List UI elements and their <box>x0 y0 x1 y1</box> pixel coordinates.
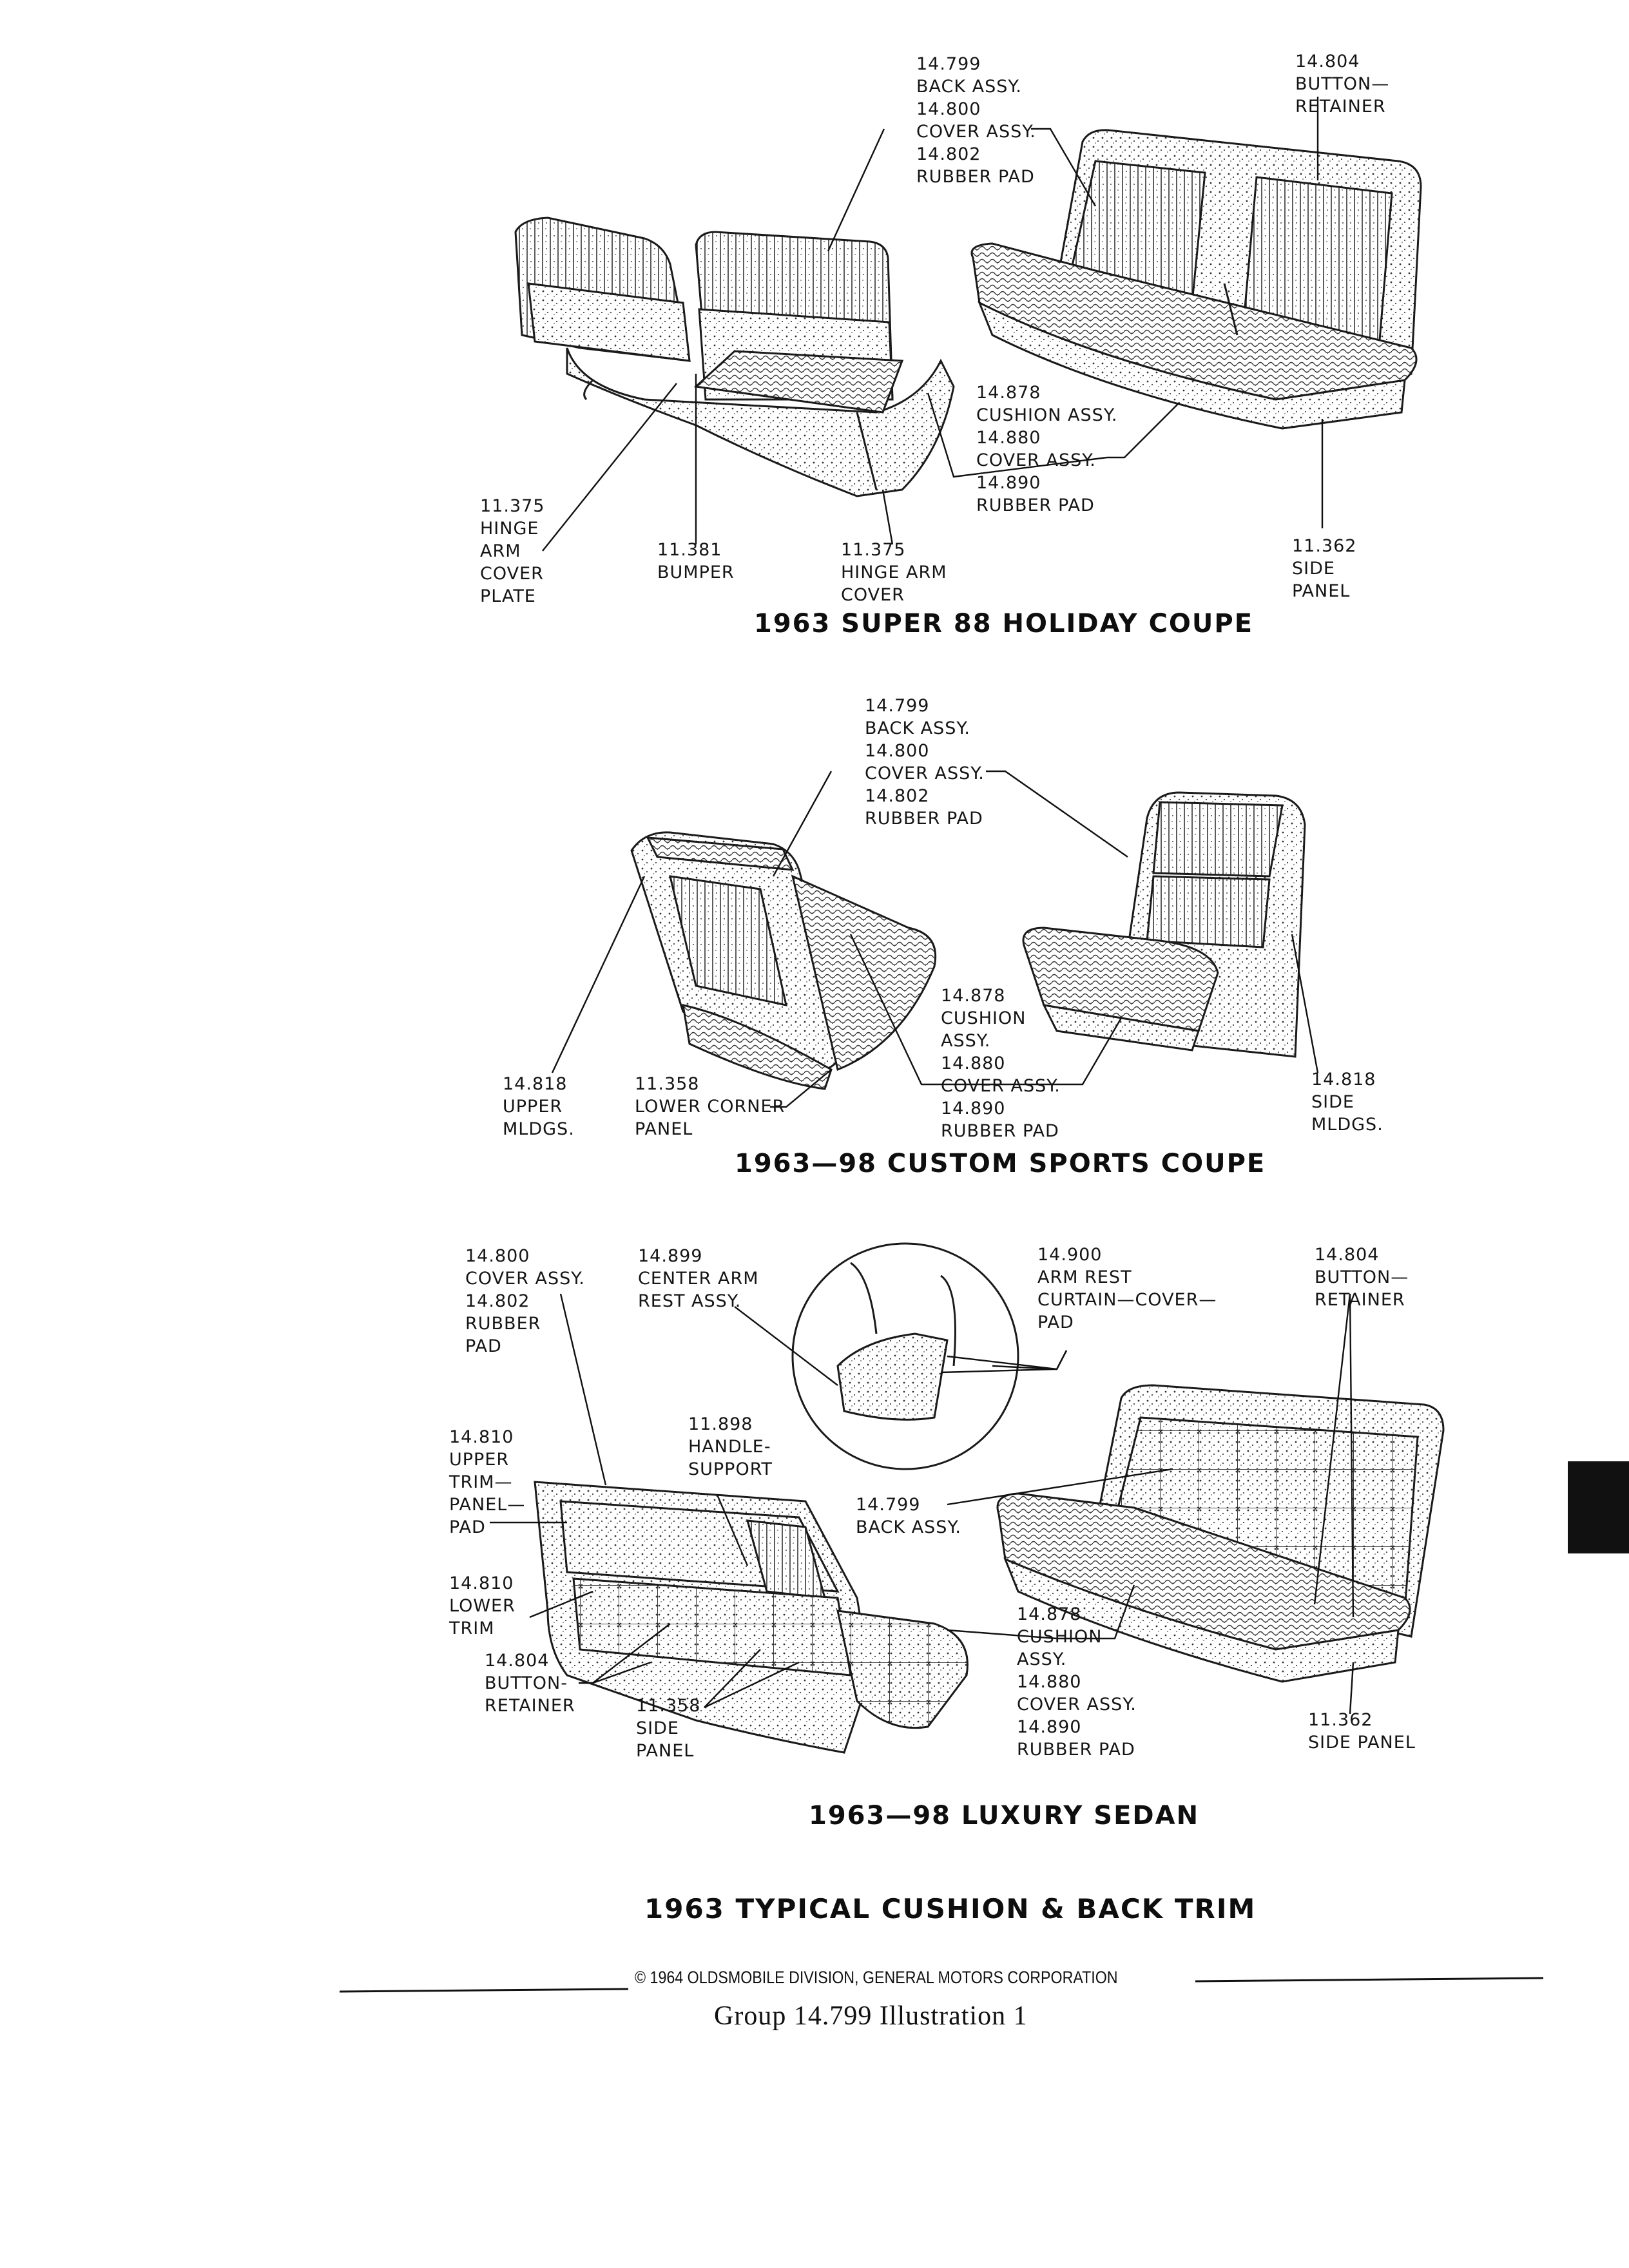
label-button-retainer-left: 14.804 BUTTON- RETAINER <box>485 1651 575 1716</box>
holiday-coupe-bucket-seat <box>514 216 955 497</box>
copyright-line: © 1964 OLDSMOBILE DIVISION, GENERAL MOTO… <box>635 1968 1118 1987</box>
diagram2-title: 1963—98 CUSTOM SPORTS COUPE <box>735 1149 1266 1178</box>
label-back-assy-group-2: 14.799 BACK ASSY. 14.800 COVER ASSY. 14.… <box>865 696 985 829</box>
luxury-sedan-rear-seat <box>534 1481 969 1754</box>
diagram2-leaders <box>551 770 1319 1108</box>
diagram3-title: 1963—98 LUXURY SEDAN <box>809 1801 1200 1831</box>
label-side-mldgs: 14.818 SIDE MLDGS. <box>1311 1070 1383 1135</box>
label-handle-support: 11.898 HANDLE- SUPPORT <box>688 1414 773 1479</box>
label-hinge-arm-cover: 11.375 HINGE ARM COVER <box>841 540 947 605</box>
label-cover-rubber-pad: 14.800 COVER ASSY. 14.802 RUBBER PAD <box>465 1246 585 1356</box>
holiday-coupe-bench-seat <box>970 129 1422 430</box>
label-upper-mldgs: 14.818 UPPER MLDGS. <box>503 1074 575 1139</box>
label-cushion-assy-group-3: 14.878 CUSHION ASSY. 14.880 COVER ASSY. … <box>1017 1604 1137 1760</box>
label-lower-trim: 14.810 LOWER TRIM <box>449 1573 516 1639</box>
label-back-assy-group: 14.799 BACK ASSY. 14.800 COVER ASSY. 14.… <box>916 54 1036 187</box>
label-bumper: 11.381 BUMPER <box>657 540 735 582</box>
label-hinge-arm-cover-plate: 11.375 HINGE ARM COVER PLATE <box>480 496 545 606</box>
label-lower-corner-panel: 11.358 LOWER CORNER PANEL <box>635 1074 786 1139</box>
label-cushion-assy-group: 14.878 CUSHION ASSY. 14.880 COVER ASSY. … <box>976 383 1118 515</box>
sports-coupe-bench-seat <box>1022 791 1306 1058</box>
label-button-retainer-right: 14.804 BUTTON— RETAINER <box>1315 1245 1409 1310</box>
label-button-retainer: 14.804 BUTTON— RETAINER <box>1295 52 1390 117</box>
armrest-detail-circle <box>791 1242 1019 1470</box>
label-back-assy: 14.799 BACK ASSY. <box>856 1495 962 1537</box>
label-side-panel: 11.362 SIDE PANEL <box>1292 536 1357 601</box>
luxury-sedan-bench-seat <box>996 1384 1445 1683</box>
label-upper-trim-panel-pad: 14.810 UPPER TRIM— PANEL— PAD <box>449 1427 526 1537</box>
sports-coupe-bucket-seat <box>630 831 937 1090</box>
label-arm-rest-curtain-cover-pad: 14.900 ARM REST CURTAIN—COVER— PAD <box>1037 1245 1217 1332</box>
diagram1-leaders <box>542 97 1324 552</box>
footer-rules <box>339 1977 1544 1993</box>
page-edge-tab <box>1568 1461 1629 1553</box>
label-center-arm-rest: 14.899 CENTER ARM REST ASSY. <box>638 1246 759 1311</box>
diagram1-title: 1963 SUPER 88 HOLIDAY COUPE <box>754 609 1254 639</box>
page-title: 1963 TYPICAL CUSHION & BACK TRIM <box>644 1893 1257 1925</box>
diagram3-leaders <box>490 1293 1354 1715</box>
footer-group-illustration: Group 14.799 Illustration 1 <box>714 2001 1028 2031</box>
label-cushion-assy-group-2: 14.878 CUSHION ASSY. 14.880 COVER ASSY. … <box>941 986 1061 1141</box>
label-side-panel-right: 11.362 SIDE PANEL <box>1308 1710 1416 1753</box>
label-side-panel-left: 11.358 SIDE PANEL <box>636 1696 701 1761</box>
